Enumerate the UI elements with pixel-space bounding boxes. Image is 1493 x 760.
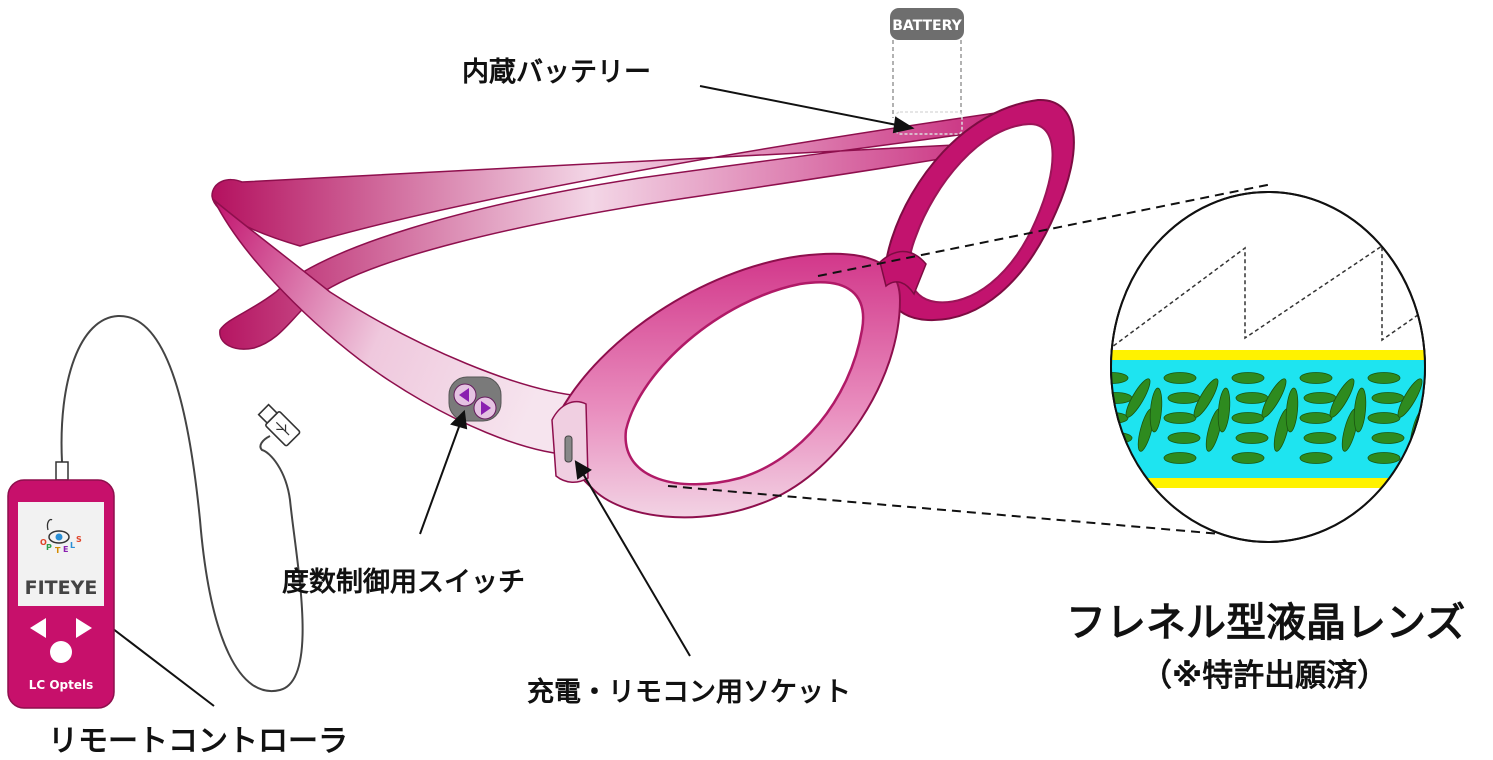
- lc-molecule: [1167, 392, 1201, 404]
- remote-screen: [18, 502, 104, 606]
- svg-text:P: P: [46, 543, 52, 552]
- lc-molecule: [1231, 412, 1265, 424]
- label-lens-title: フレネル型液晶レンズ: [1066, 600, 1466, 646]
- remote-product-name: FITEYE: [25, 577, 98, 599]
- remote-maker-name: LC Optels: [29, 678, 94, 692]
- lc-molecule: [1149, 387, 1163, 433]
- svg-text:L: L: [70, 541, 75, 550]
- triangle-right-icon: [481, 401, 491, 415]
- eye-logo-icon: O P T E L S: [40, 518, 82, 555]
- lc-molecule: [1231, 452, 1265, 464]
- svg-text:S: S: [76, 535, 82, 544]
- lc-molecule: [1303, 392, 1337, 404]
- bridge: [879, 250, 927, 296]
- lc-molecule: [1299, 372, 1333, 384]
- lc-molecule: [1125, 378, 1151, 418]
- lc-molecule: [1353, 387, 1367, 433]
- back-temple: [211, 107, 1059, 350]
- zoom-lines: [667, 183, 1291, 541]
- triangle-left-icon: [459, 388, 469, 402]
- lc-molecule: [1436, 373, 1468, 384]
- lc-molecule: [1371, 392, 1405, 404]
- lc-molecule: [1303, 432, 1337, 444]
- svg-text:T: T: [55, 546, 61, 555]
- socket-port: [564, 435, 573, 463]
- lc-molecule: [1367, 412, 1401, 424]
- lc-molecule: [1436, 413, 1468, 424]
- lc-molecule: [1217, 387, 1231, 433]
- lc-molecule: [1367, 372, 1401, 384]
- label-lens-note: （※特許出願済）: [1141, 658, 1389, 694]
- remote-cable: [60, 314, 304, 693]
- electrode-bottom: [1111, 478, 1425, 488]
- lc-molecule: [1462, 376, 1493, 420]
- far-lens-glass: [908, 122, 1054, 304]
- remote-center-button[interactable]: [50, 641, 72, 663]
- lens-magnifier: [1110, 191, 1493, 543]
- lc-molecule: [1167, 432, 1201, 444]
- lc-molecules: [1111, 372, 1493, 464]
- triangle-left-icon[interactable]: [30, 618, 46, 638]
- triangle-right-icon[interactable]: [76, 618, 92, 638]
- lc-molecule: [1397, 378, 1423, 418]
- remote-controller: O P T E L S FITEYE LC Optels: [7, 461, 115, 709]
- lc-molecule: [1261, 378, 1287, 418]
- label-battery: 内蔵バッテリー: [462, 57, 651, 88]
- lc-molecule: [1440, 393, 1472, 404]
- lc-molecule: [1163, 372, 1197, 384]
- lc-molecule: [1367, 452, 1401, 464]
- lc-molecule: [1475, 407, 1493, 452]
- lc-molecule: [1489, 388, 1493, 433]
- svg-text:E: E: [63, 545, 68, 554]
- lc-molecule: [1231, 372, 1265, 384]
- lc-molecule: [1436, 453, 1468, 464]
- lc-molecule: [1111, 412, 1129, 424]
- lc-molecule: [1111, 452, 1129, 464]
- lc-molecule: [1163, 412, 1197, 424]
- lc-molecule: [1299, 412, 1333, 424]
- fresnel-profile: [1111, 244, 1425, 351]
- battery-badge-text: BATTERY: [892, 18, 962, 34]
- lc-molecule: [1440, 433, 1472, 444]
- battery-badge: [890, 8, 964, 40]
- lc-molecule: [1193, 378, 1219, 418]
- lc-molecule: [1299, 452, 1333, 464]
- electrode-top: [1111, 350, 1425, 360]
- lc-molecule: [1285, 387, 1299, 433]
- svg-text:O: O: [40, 538, 47, 547]
- lc-molecule: [1371, 432, 1405, 444]
- lc-molecule: [1111, 392, 1133, 404]
- lc-molecule: [1235, 392, 1269, 404]
- lc-molecule: [1329, 378, 1355, 418]
- lc-molecule: [1111, 432, 1133, 444]
- lc-molecule: [1235, 432, 1269, 444]
- lc-molecule: [1163, 452, 1197, 464]
- label-socket: 充電・リモコン用ソケット: [527, 677, 851, 708]
- near-lens-glass: [624, 281, 865, 486]
- usb-plug-icon: [257, 403, 301, 447]
- label-switch: 度数制御用スイッチ: [282, 567, 525, 598]
- label-remote: リモートコントローラ: [48, 724, 348, 759]
